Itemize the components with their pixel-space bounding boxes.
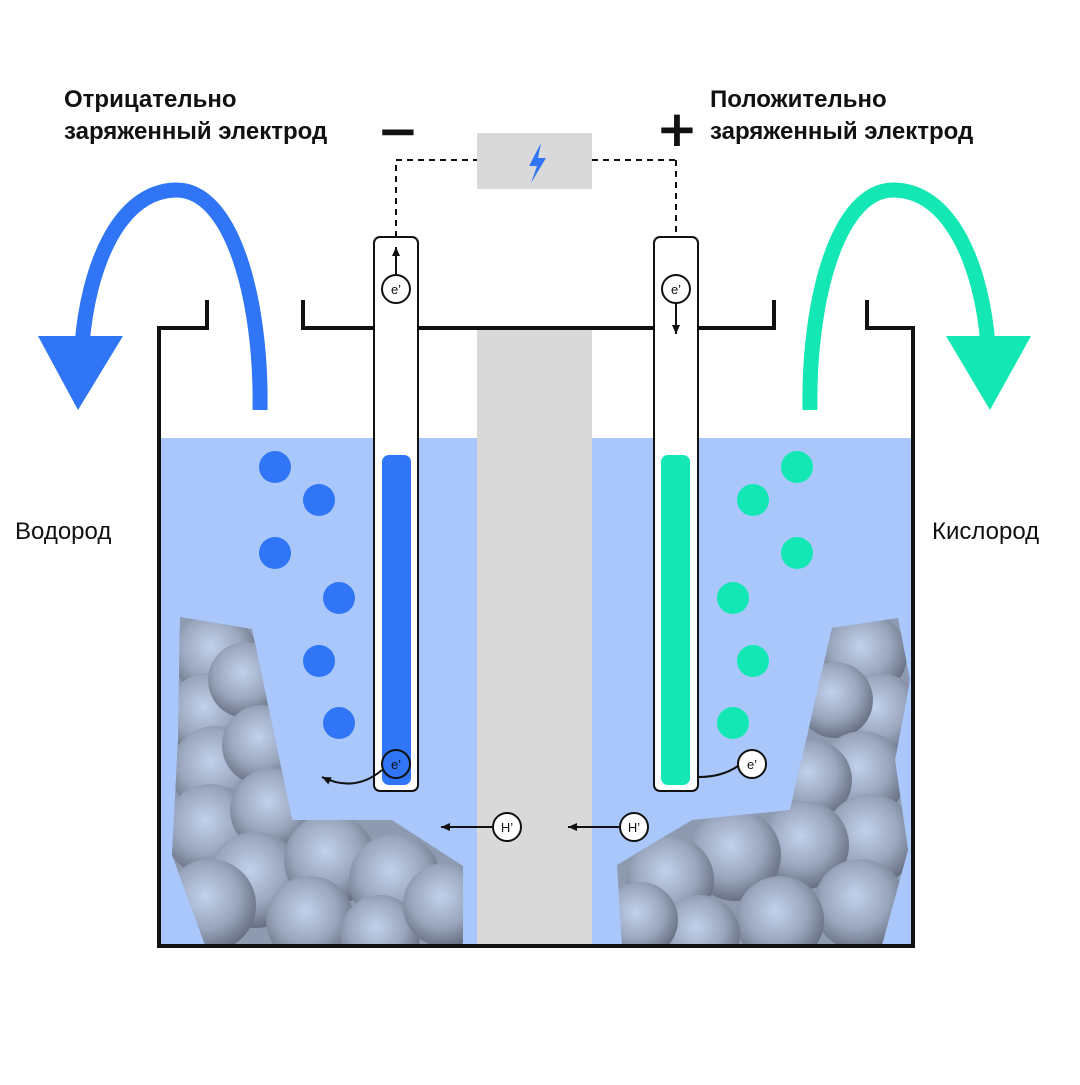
- negative-electrode-label-line1: Отрицательно: [64, 86, 237, 113]
- oxygen-exit-arrow: [802, 182, 996, 411]
- positive-electrode-label-line2: заряженный электрод: [710, 118, 974, 145]
- proton-label-right: H’: [619, 812, 649, 842]
- electrode-negative-plate: [382, 455, 411, 785]
- hydrogen-label: Водород: [15, 518, 112, 545]
- negative-electrode-label: Отрицательно заряженный электрод: [64, 84, 327, 148]
- hydrogen-bubble: [323, 582, 355, 614]
- hydrogen-bubble: [303, 645, 335, 677]
- oxygen-bubble: [717, 582, 749, 614]
- hydrogen-bubble: [259, 451, 291, 483]
- positive-electrode-label: Положительно заряженный электрод: [710, 84, 973, 148]
- electron-label-bottom-right: e’: [737, 749, 767, 779]
- electrode-positive-plate: [661, 455, 690, 785]
- svg-text:H’: H’: [628, 820, 640, 835]
- oxygen-bubbles: [717, 451, 813, 739]
- minus-sign: −: [377, 102, 419, 160]
- proton-label-left: H’: [492, 812, 522, 842]
- membrane: [477, 328, 592, 946]
- vessel-outline: [157, 300, 915, 948]
- hydrogen-exit-arrowhead: [38, 336, 123, 410]
- oxygen-bubble: [781, 451, 813, 483]
- oxygen-bubble: [737, 484, 769, 516]
- svg-text:e’: e’: [671, 282, 681, 297]
- svg-text:e’: e’: [391, 757, 401, 772]
- hydrogen-exit-arrow: [74, 182, 268, 411]
- electron-label-bottom-left: e’: [381, 749, 411, 779]
- electron-label-top-right: e’: [661, 274, 691, 304]
- hydrogen-bubble: [303, 484, 335, 516]
- oxygen-bubble: [717, 707, 749, 739]
- oxygen-bubble: [737, 645, 769, 677]
- oxygen-bubble: [781, 537, 813, 569]
- lightning-bolt-icon: [529, 143, 546, 183]
- plus-sign: +: [656, 100, 698, 158]
- electron-label-top-left: e’: [381, 274, 411, 304]
- svg-text:e’: e’: [391, 282, 401, 297]
- vessel-lid: [301, 300, 776, 330]
- hydrogen-bubbles: [259, 451, 355, 739]
- oxygen-label: Кислород: [932, 518, 1040, 545]
- svg-text:H’: H’: [501, 820, 513, 835]
- hydrogen-bubble: [323, 707, 355, 739]
- positive-electrode-label-line1: Положительно: [710, 86, 887, 113]
- svg-text:e’: e’: [747, 757, 757, 772]
- hydrogen-bubble: [259, 537, 291, 569]
- negative-electrode-label-line2: заряженный электрод: [64, 118, 328, 145]
- oxygen-exit-arrowhead: [946, 336, 1031, 410]
